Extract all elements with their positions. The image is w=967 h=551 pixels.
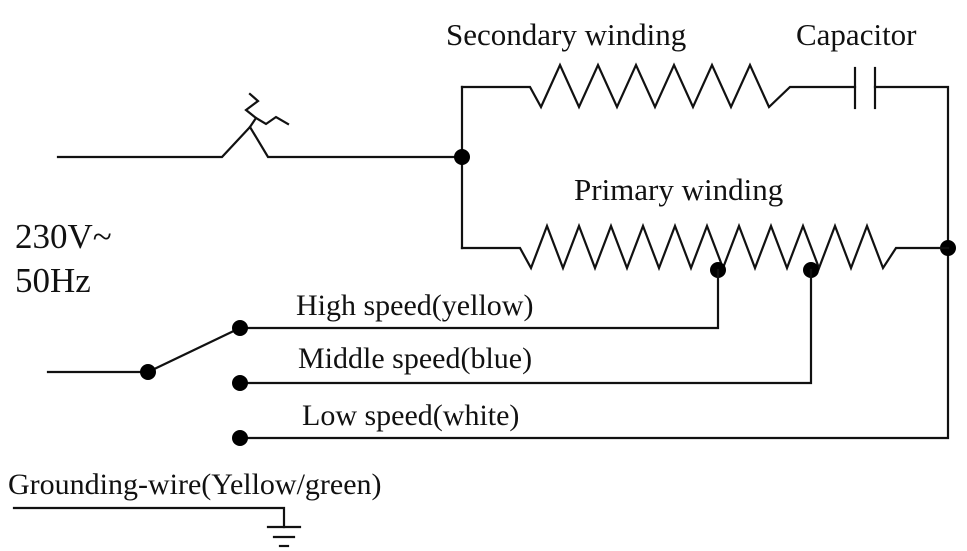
middle-speed-wire (238, 268, 813, 385)
secondary-winding-label: Secondary winding (446, 17, 686, 52)
capacitor-label: Capacitor (796, 17, 917, 52)
switch-pivot (140, 364, 156, 380)
high-speed-wire (238, 268, 720, 330)
voltage-label: 230V~ (15, 217, 112, 256)
thermal-protector-symbol (244, 92, 260, 129)
supply-line-top (56, 125, 464, 159)
high-speed-label: High speed(yellow) (296, 289, 533, 322)
thermal-protector-symbol-arm (254, 115, 290, 126)
primary-winding-coil (460, 222, 950, 272)
grounding-wire (12, 506, 286, 529)
switch-contact-high (232, 320, 248, 336)
switch-contact-low (232, 430, 248, 446)
junction-node-left (454, 149, 470, 165)
grounding-wire-label: Grounding-wire(Yellow/green) (8, 468, 382, 501)
secondary-winding-coil (460, 62, 857, 110)
primary-winding-label: Primary winding (574, 172, 783, 207)
middle-speed-label: Middle speed(blue) (298, 342, 532, 375)
capacitor-lead-right (238, 85, 950, 440)
switch-contact-middle (232, 375, 248, 391)
speed-switch-blade (146, 326, 242, 374)
frequency-label: 50Hz (15, 261, 91, 300)
low-speed-label: Low speed(white) (302, 399, 519, 432)
